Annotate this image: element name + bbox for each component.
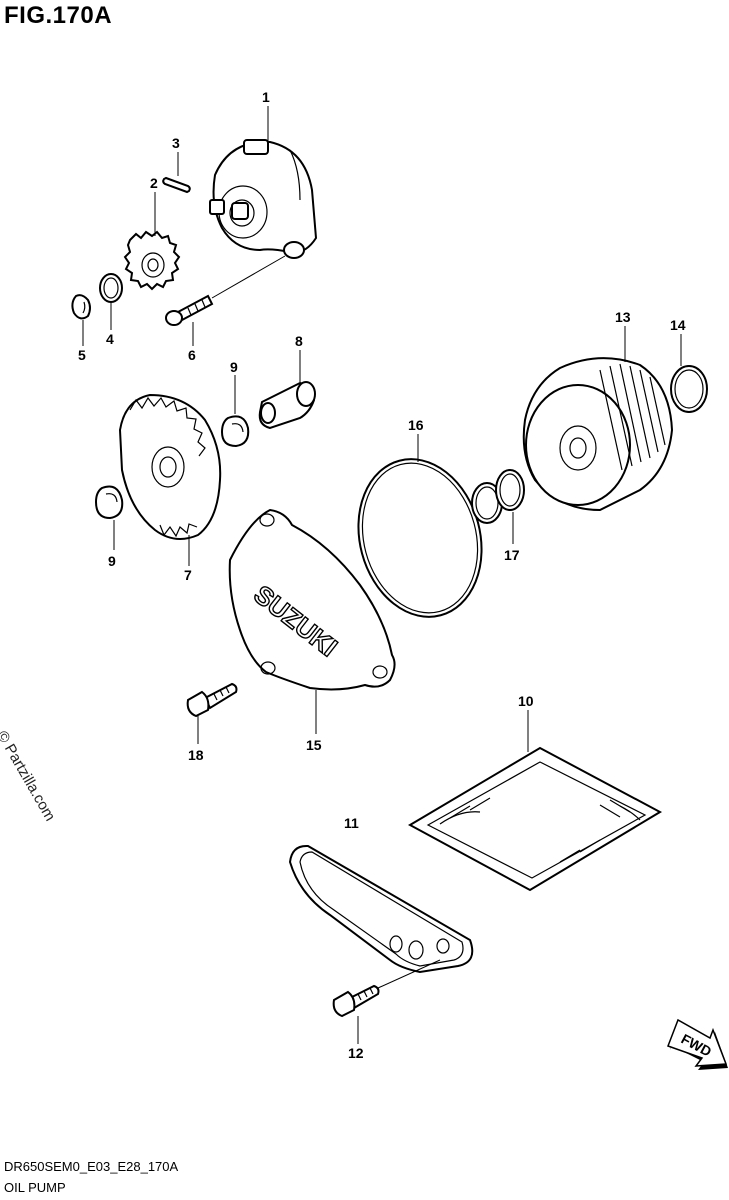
- fwd-arrow: FWD: [667, 1018, 728, 1070]
- part-14-o-ring[interactable]: [670, 365, 708, 413]
- callout-12: 12: [348, 1045, 364, 1061]
- callout-13: 13: [615, 309, 631, 325]
- callout-8: 8: [295, 333, 303, 349]
- part-6-screw[interactable]: [165, 294, 214, 326]
- part-18-bolt[interactable]: [186, 682, 238, 718]
- callout-16: 16: [408, 417, 424, 433]
- part-8-shaft[interactable]: [258, 381, 316, 430]
- callout-9-upper: 9: [230, 359, 238, 375]
- part-16-large-o-ring[interactable]: [341, 445, 498, 631]
- leader-lines: [82, 106, 682, 1044]
- part-13-oil-filter[interactable]: [522, 357, 674, 512]
- callout-15: 15: [306, 737, 322, 753]
- callout-17: 17: [504, 547, 520, 563]
- callout-4: 4: [106, 331, 114, 347]
- callout-5: 5: [78, 347, 86, 363]
- callout-10: 10: [518, 693, 534, 709]
- callout-6: 6: [188, 347, 196, 363]
- callout-9-lower: 9: [108, 553, 116, 569]
- diagram-code: DR650SEM0_E03_E28_170A: [4, 1159, 179, 1174]
- part-9-circlip-upper[interactable]: [220, 415, 250, 448]
- part-3-pin[interactable]: [162, 176, 191, 194]
- part-10-oil-strainer[interactable]: [407, 746, 663, 892]
- part-12-bolt[interactable]: [332, 984, 380, 1018]
- callout-11: 11: [344, 815, 359, 831]
- part-7-driven-gear[interactable]: [118, 393, 222, 540]
- part-5-circlip[interactable]: [71, 294, 91, 320]
- callout-14: 14: [670, 317, 686, 333]
- part-15-filter-cover[interactable]: [228, 508, 396, 691]
- callout-18: 18: [188, 747, 204, 763]
- diagram-caption: OIL PUMP: [4, 1180, 66, 1195]
- callout-2: 2: [150, 175, 158, 191]
- figure-title: FIG.170A: [4, 2, 113, 29]
- part-2-pump-gear[interactable]: [123, 230, 181, 291]
- callout-1: 1: [262, 89, 270, 105]
- callout-3: 3: [172, 135, 180, 151]
- part-11-plate[interactable]: [288, 844, 474, 974]
- part-17-o-rings[interactable]: [471, 469, 525, 524]
- part-9-circlip-lower[interactable]: [94, 485, 124, 520]
- part-1-pump-body[interactable]: [209, 139, 318, 259]
- callout-7: 7: [184, 567, 192, 583]
